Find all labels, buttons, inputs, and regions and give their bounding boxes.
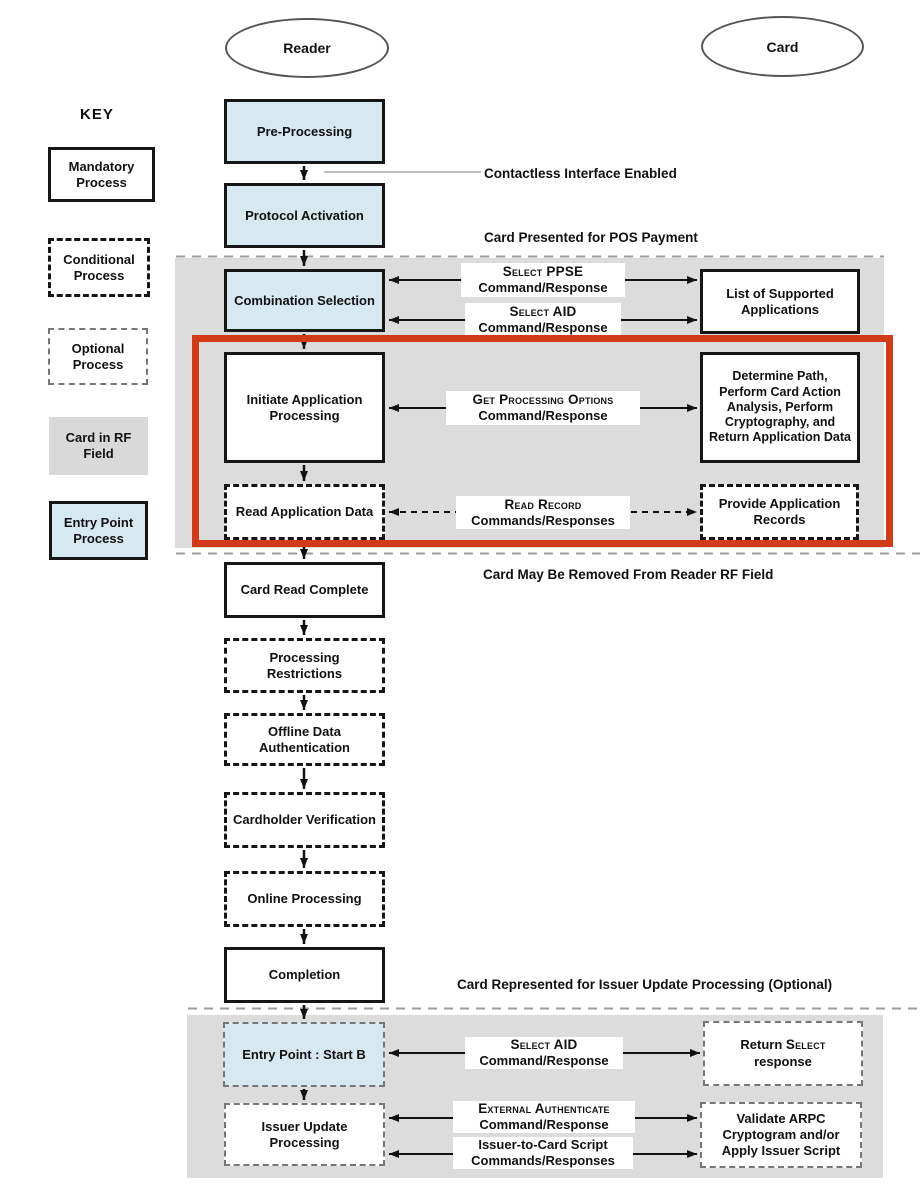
step-issuer-update-processing: Issuer Update Processing: [224, 1103, 385, 1166]
step-label: Return Select: [740, 1037, 826, 1053]
key-item-label: Optional Process: [71, 340, 125, 372]
step-label: Pre-Processing: [256, 123, 353, 139]
card-step-list-of-supported-applications: List of Supported Applications: [700, 269, 860, 334]
step-label: Provide Application Records: [718, 496, 841, 527]
step-label: Validate ARPC Cryptogram and/or Apply Is…: [721, 1111, 841, 1158]
key-item-mandatory-process: Mandatory Process: [48, 147, 155, 202]
step-label: Determine Path, Perform Card Action Anal…: [709, 369, 851, 445]
step-label: Cardholder Verification: [232, 812, 377, 828]
step-pre-processing: Pre-Processing: [224, 99, 385, 164]
lane-card-ellipse: Card: [701, 16, 864, 77]
step-combination-selection: Combination Selection: [224, 269, 385, 332]
key-item-label: Card in RF Field: [65, 430, 132, 461]
step-label: response: [754, 1053, 812, 1069]
key-item-label: Mandatory Process: [68, 158, 135, 190]
annotation-card-presented-for-pos-payment: Card Presented for POS Payment: [484, 230, 698, 245]
step-label: Read Application Data: [235, 504, 374, 520]
step-card-read-complete: Card Read Complete: [224, 562, 385, 618]
message-label-select-aid-issuer-update: Select AID Command/Response: [465, 1037, 623, 1069]
step-processing-restrictions: Processing Restrictions: [224, 638, 385, 693]
step-label: Issuer Update Processing: [261, 1118, 348, 1150]
step-label: List of Supported Applications: [726, 285, 834, 317]
step-completion: Completion: [224, 947, 385, 1003]
message-label-get-processing-options: Get Processing Options Command/Response: [446, 391, 640, 425]
lane-card-label: Card: [766, 38, 799, 55]
message-label-select-ppse: Select PPSE Command/Response: [461, 263, 625, 297]
step-label: Initiate Application Processing: [246, 391, 363, 423]
card-step-determine-path: Determine Path, Perform Card Action Anal…: [700, 352, 860, 463]
annotation-card-may-be-removed: Card May Be Removed From Reader RF Field: [483, 567, 774, 582]
step-protocol-activation: Protocol Activation: [224, 183, 385, 248]
step-label: Completion: [268, 967, 341, 983]
card-step-validate-arpc: Validate ARPC Cryptogram and/or Apply Is…: [700, 1102, 862, 1168]
separator-lines: [176, 255, 920, 1010]
annotation-contactless-interface-enabled: Contactless Interface Enabled: [484, 166, 677, 181]
key-item-card-in-rf-field: Card in RF Field: [49, 417, 148, 475]
key-item-conditional-process: Conditional Process: [48, 238, 150, 297]
step-label: Entry Point : Start B: [242, 1046, 366, 1062]
message-label-issuer-to-card-script: Issuer-to-Card Script Commands/Responses: [453, 1137, 633, 1169]
message-label-external-authenticate: External Authenticate Command/Response: [453, 1101, 635, 1133]
card-step-return-select-response: Return Select response: [703, 1021, 863, 1086]
lane-reader-label: Reader: [283, 40, 331, 56]
step-initiate-application-processing: Initiate Application Processing: [224, 352, 385, 463]
step-read-application-data: Read Application Data: [224, 484, 385, 540]
step-label: Card Read Complete: [240, 582, 369, 598]
key-title: KEY: [80, 106, 114, 123]
step-label: Online Processing: [247, 891, 362, 907]
step-entry-point-start-b: Entry Point : Start B: [223, 1022, 385, 1087]
card-step-provide-application-records: Provide Application Records: [700, 484, 859, 540]
lane-reader-ellipse: Reader: [225, 18, 389, 78]
key-item-label: Entry Point Process: [63, 514, 134, 546]
step-offline-data-authentication: Offline Data Authentication: [224, 713, 385, 766]
step-label: Processing Restrictions: [266, 649, 343, 681]
annotation-card-represented-for-issuer-update: Card Represented for Issuer Update Proce…: [457, 977, 833, 992]
step-label: Offline Data Authentication: [259, 723, 350, 755]
step-label: Protocol Activation: [245, 207, 364, 223]
key-item-entry-point-process: Entry Point Process: [49, 501, 148, 560]
message-label-read-record: Read Record Commands/Responses: [456, 496, 630, 529]
step-online-processing: Online Processing: [224, 871, 385, 927]
key-item-label: Conditional Process: [63, 251, 135, 283]
step-cardholder-verification: Cardholder Verification: [224, 792, 385, 848]
key-item-optional-process: Optional Process: [48, 328, 148, 385]
message-label-select-aid: Select AID Command/Response: [465, 303, 621, 336]
step-label: Combination Selection: [234, 292, 375, 308]
